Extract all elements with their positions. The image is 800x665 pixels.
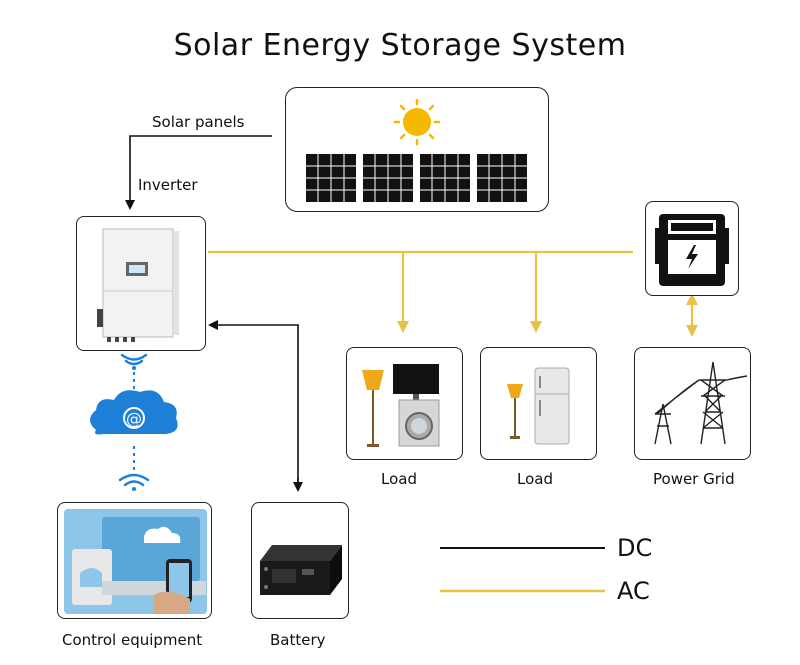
inverter-box: [76, 216, 206, 351]
legend-dc-label: DC: [617, 534, 653, 562]
svg-text:@: @: [126, 409, 142, 428]
solar-panels-icon: [306, 98, 527, 202]
inverter-icon: [97, 228, 179, 342]
wifi-icon-top: [120, 353, 148, 370]
cloud-icon: @: [90, 390, 178, 435]
legend-ac-label: AC: [617, 577, 650, 605]
solar-panels-box: [285, 87, 549, 212]
battery-icon: [260, 545, 342, 595]
control-equipment-label: Control equipment: [62, 631, 203, 649]
power-tower-icon: [654, 361, 748, 445]
load-2-box: [480, 347, 597, 460]
power-grid-label: Power Grid: [653, 470, 735, 488]
battery-box: [251, 502, 349, 619]
devices-icon: [64, 509, 207, 614]
wifi-icon-bottom: [118, 473, 150, 491]
sun-icon: [393, 98, 441, 146]
solar-panels-label: Solar panels: [152, 113, 245, 131]
battery-label: Battery: [270, 631, 326, 649]
lamp-fridge-icon: [507, 367, 570, 445]
load-2-label: Load: [517, 470, 553, 488]
dc-line-solar-to-inverter: [125, 135, 272, 210]
load-1-box: [346, 347, 463, 460]
inverter-label: Inverter: [138, 176, 198, 194]
power-grid-box: [634, 347, 751, 460]
dc-line-inverter-battery: [208, 320, 299, 488]
load-1-label: Load: [381, 470, 417, 488]
diagram-title: Solar Energy Storage System: [173, 28, 627, 63]
electric-meter-icon: [655, 214, 729, 286]
appliances-icon: [362, 364, 440, 447]
meter-box: [645, 201, 739, 296]
control-equipment-box: [57, 502, 212, 619]
